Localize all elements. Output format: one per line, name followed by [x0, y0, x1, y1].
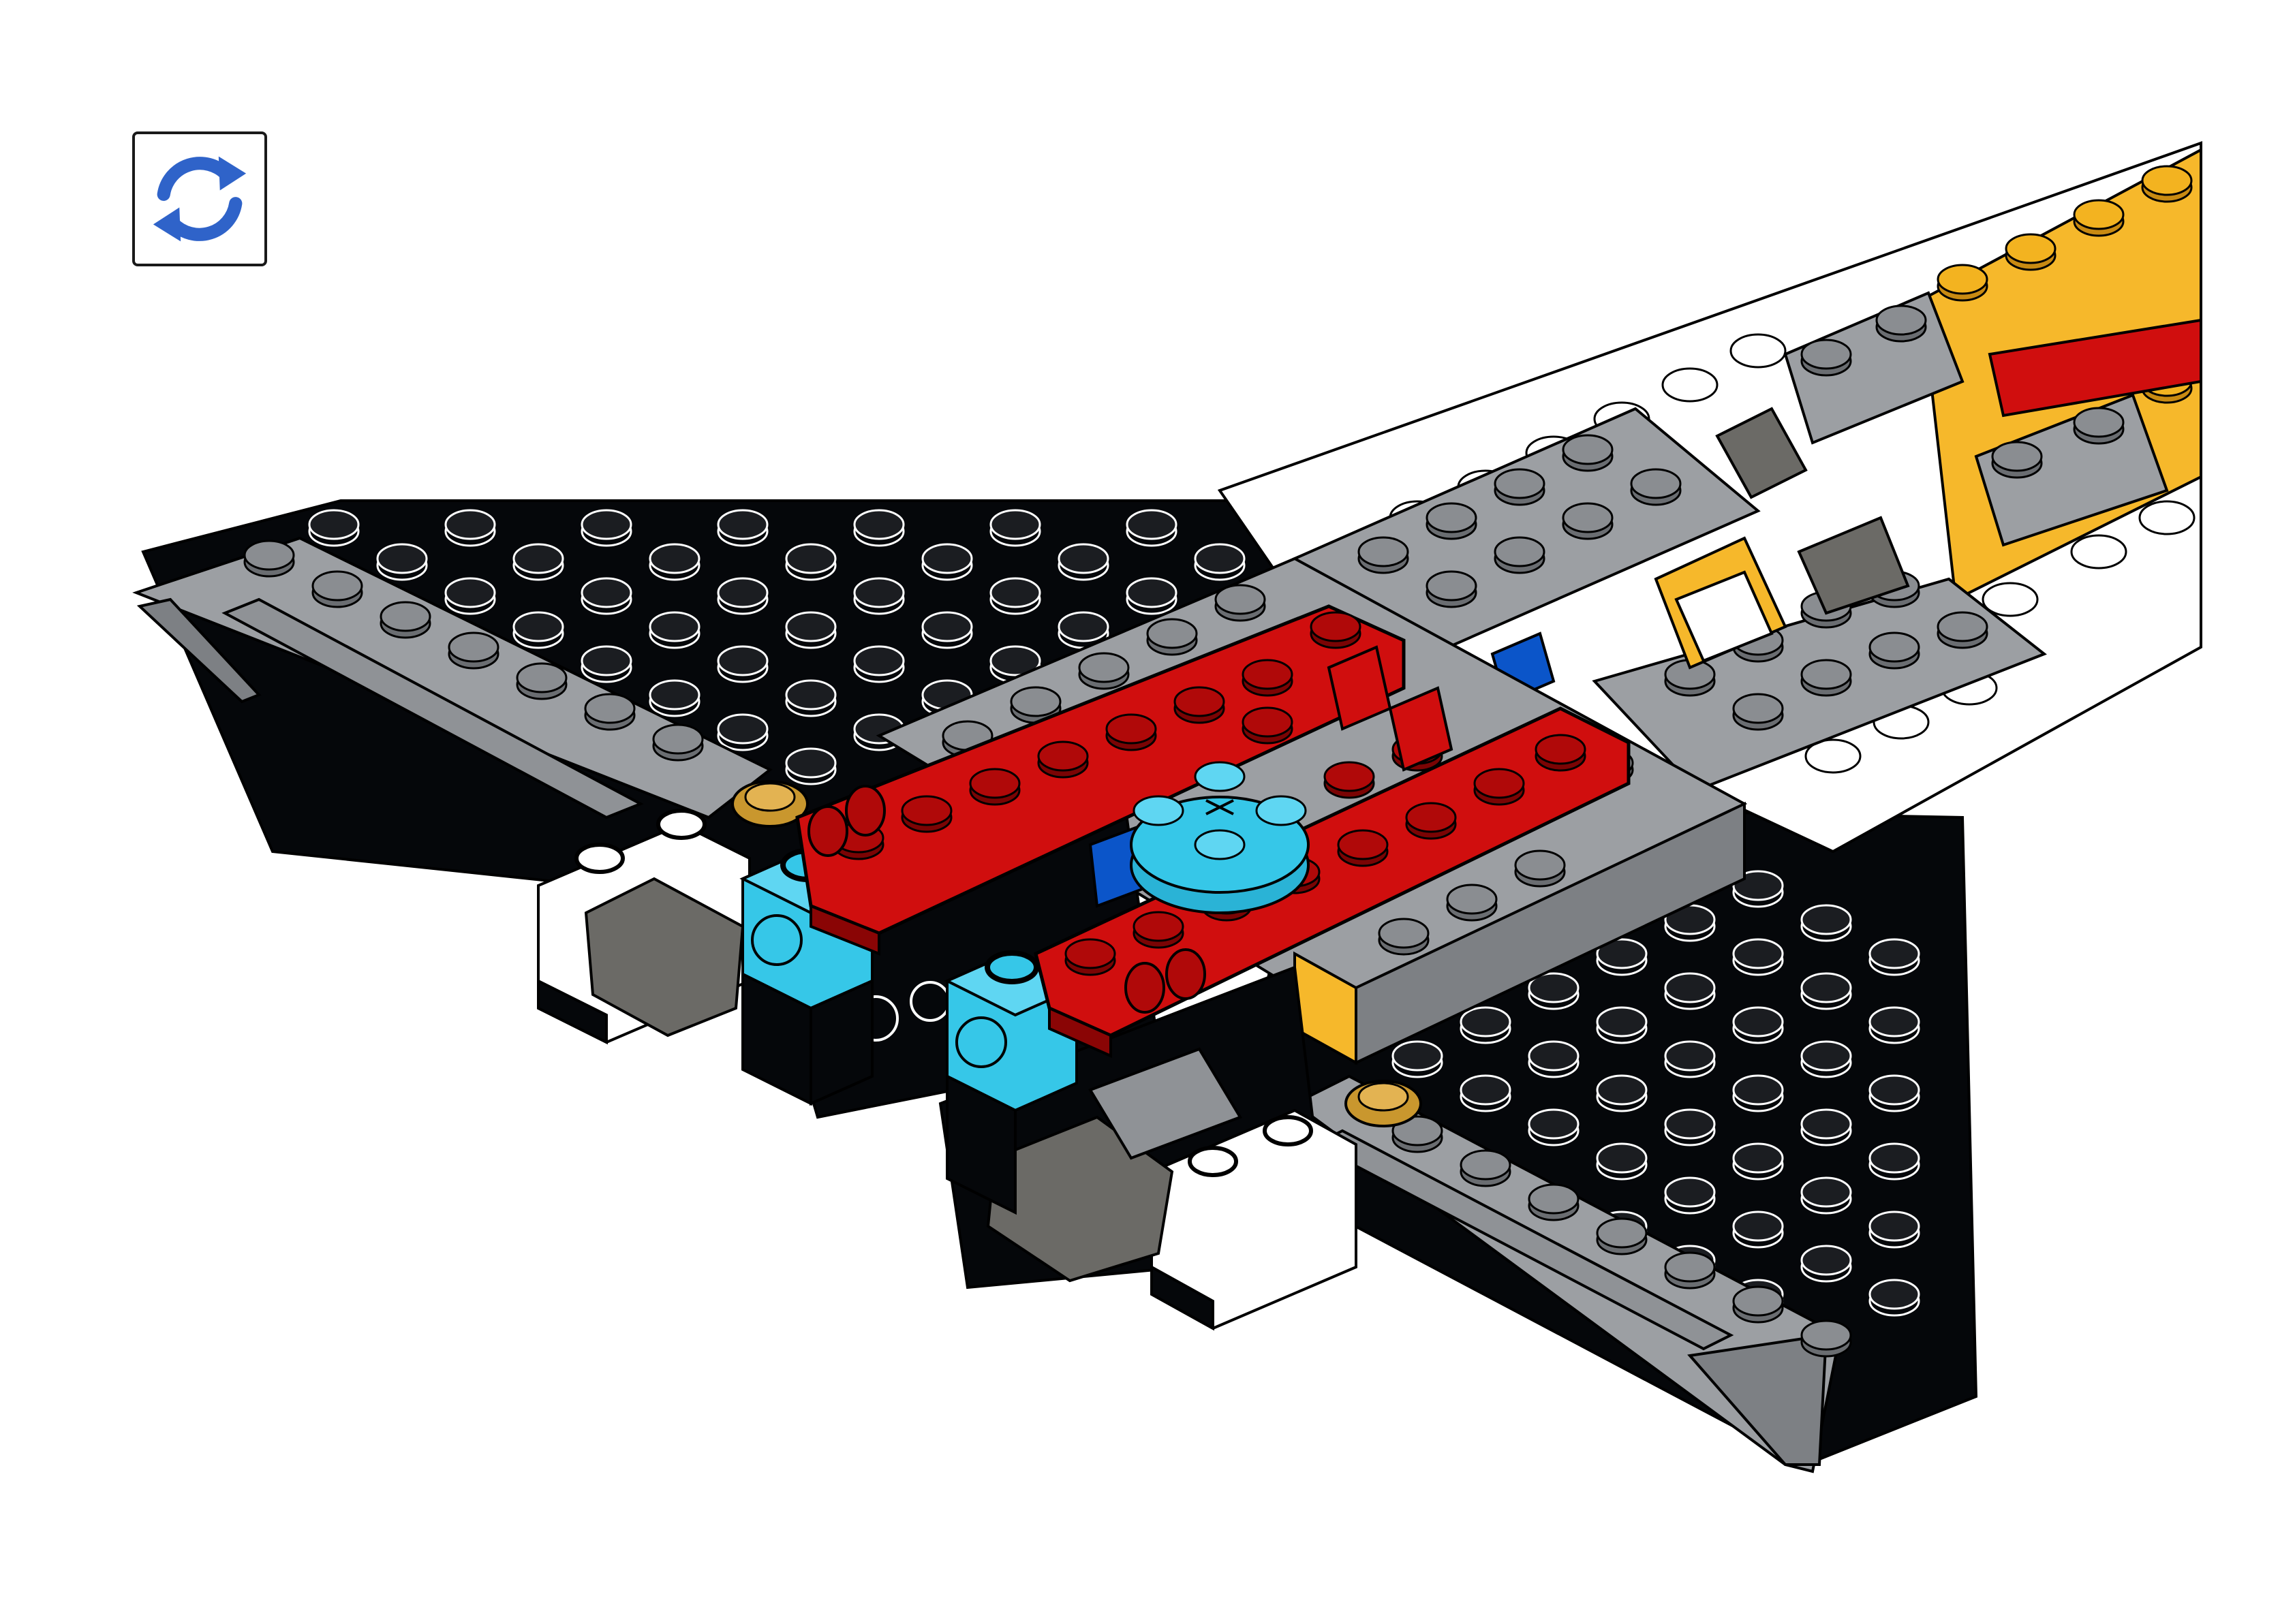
azure-brick-right: [944, 950, 1080, 1215]
rotate-model-button[interactable]: [132, 131, 267, 266]
red-plate-lower: [1034, 706, 1631, 1059]
red-plate-upper: [795, 604, 1406, 956]
left-landing-block: [537, 780, 809, 1045]
azure-turntable: [1130, 761, 1310, 914]
center-base: [876, 557, 1748, 1065]
right-landing-block: [986, 1047, 1422, 1331]
left-wing: [132, 499, 1365, 915]
rotate-arrows-icon: [153, 156, 247, 242]
